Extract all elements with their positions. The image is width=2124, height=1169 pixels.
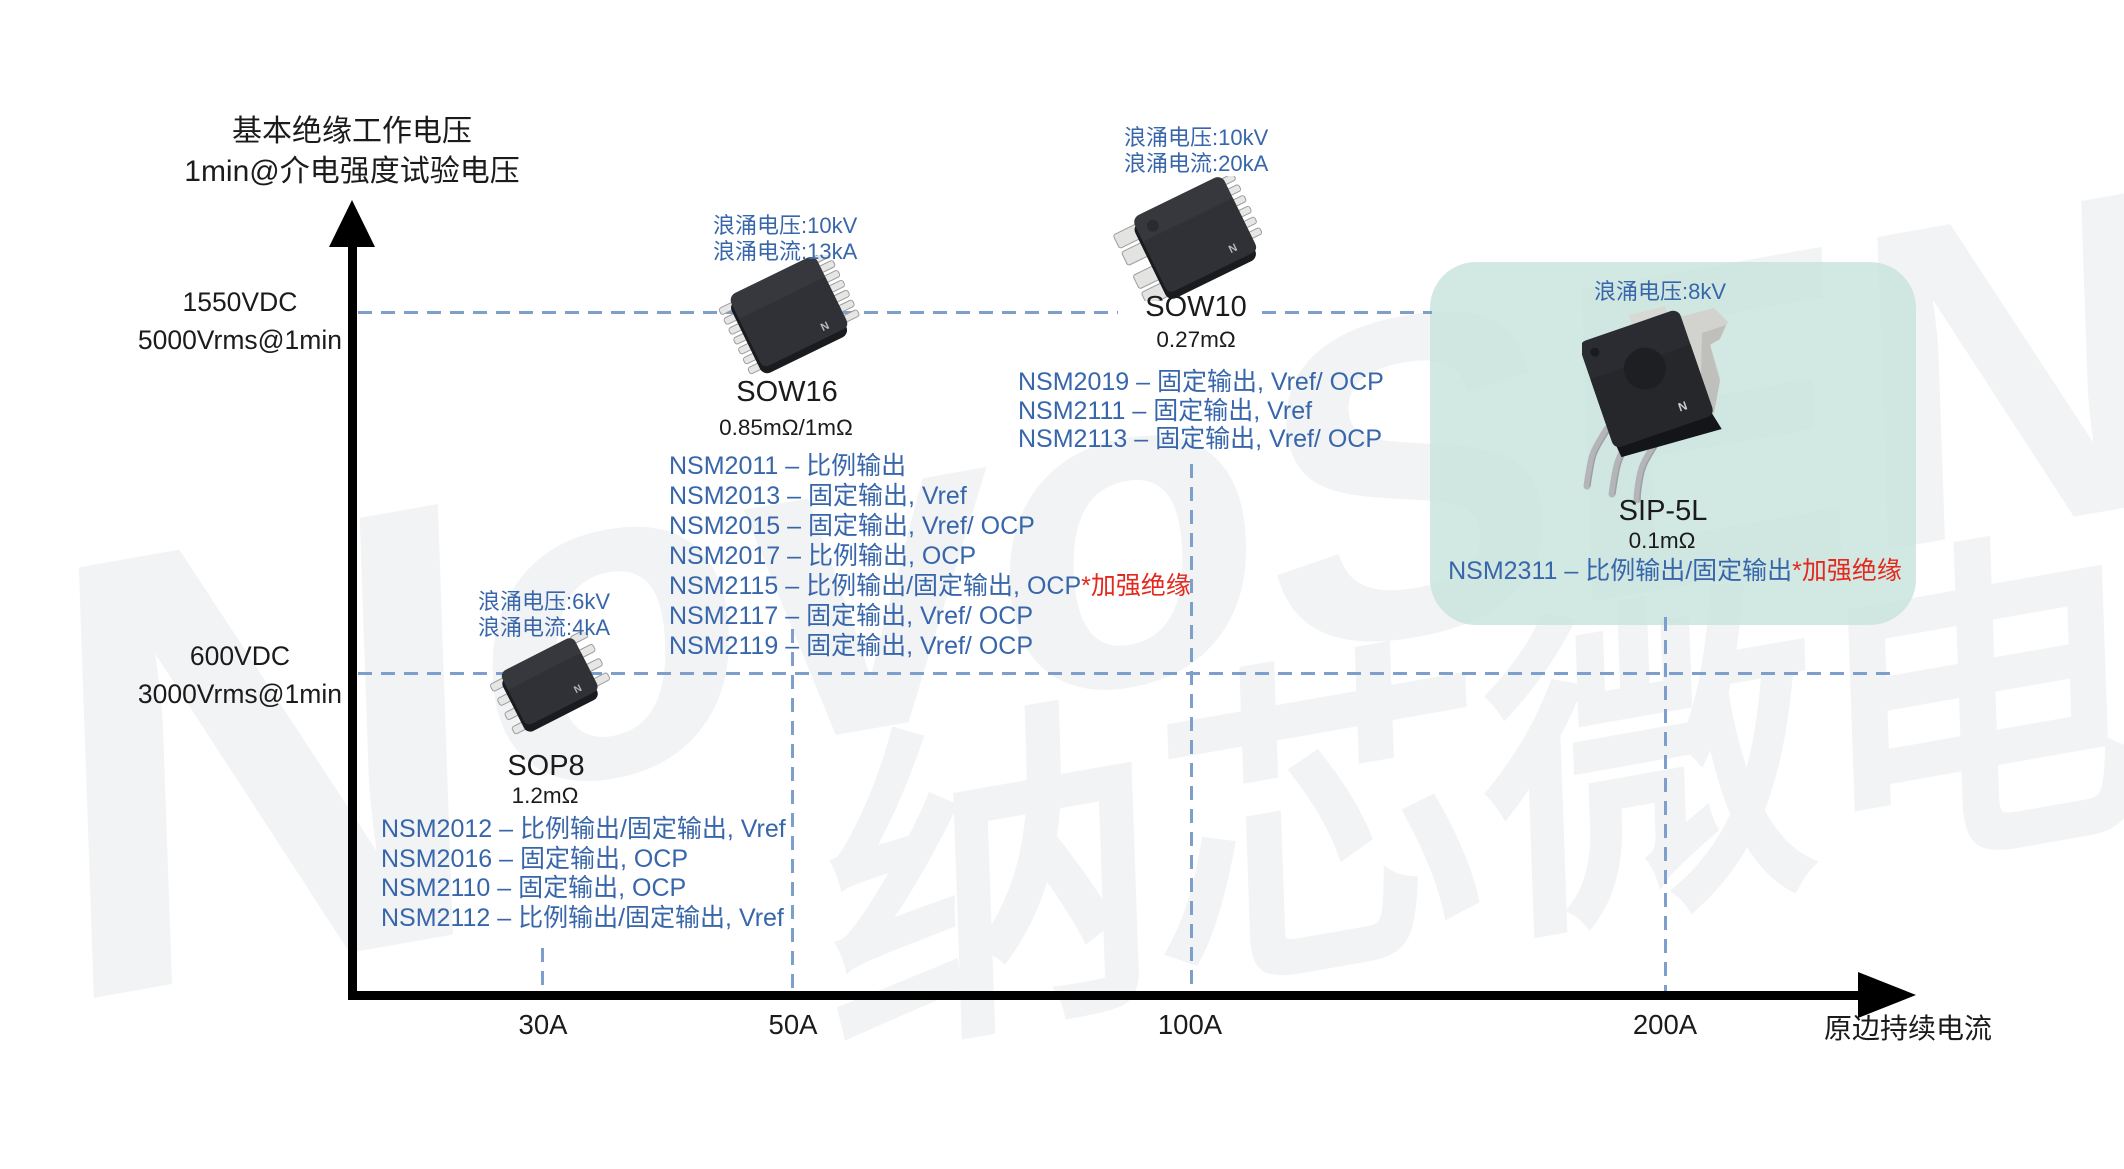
- product-name: NSM2113 – 固定输出, Vref/ OCP: [1018, 425, 1382, 453]
- y-tick-600vdc: 600VDC 3000Vrms@1min: [138, 637, 342, 713]
- y-axis-title-line2: 1min@介电强度试验电压: [184, 155, 520, 188]
- y-tick-1550vdc-line2: 5000Vrms@1min: [137, 325, 342, 355]
- product-line: NSM2119 – 固定输出, Vref/ OCP: [669, 631, 1191, 661]
- sip5l-surge-voltage: 浪涌电压:8kV: [1594, 279, 1727, 304]
- sop8-package-label: SOP8: [507, 750, 585, 782]
- product-line: NSM2110 – 固定输出, OCP: [381, 874, 786, 904]
- product-name: NSM2111 – 固定输出, Vref: [1018, 396, 1313, 425]
- y-axis-title: 基本绝缘工作电压 1min@介电强度试验电压: [184, 112, 519, 192]
- product-name: NSM2115 – 比例输出/固定输出, OCP: [669, 572, 1082, 600]
- x-axis-line: [348, 991, 1862, 1000]
- x-axis-arrow-icon: [1858, 972, 1916, 1018]
- guide-1550v-line-right: [1262, 311, 1432, 314]
- sop8-surge-label: 浪涌电压:6kV 浪涌电流:4kA: [478, 589, 610, 640]
- sip5l-product-list: NSM2311 – 比例输出/固定输出*加强绝缘: [1448, 557, 1902, 587]
- sow10-product-list: NSM2019 – 固定输出, Vref/ OCP NSM2111 – 固定输出…: [1018, 368, 1384, 454]
- product-line: NSM2019 – 固定输出, Vref/ OCP: [1018, 368, 1384, 397]
- sip5l-surge-label: 浪涌电压:8kV: [1594, 279, 1726, 305]
- y-tick-1550vdc: 1550VDC 5000Vrms@1min: [138, 283, 342, 359]
- sow10-surge-voltage: 浪涌电压:10kV: [1124, 125, 1269, 150]
- sow16-resistance-label: 0.85mΩ/1mΩ: [719, 415, 853, 440]
- product-name: NSM2110 – 固定输出, OCP: [381, 874, 687, 902]
- sow10-surge-label: 浪涌电压:10kV 浪涌电流:20kA: [1124, 125, 1268, 176]
- x-axis-title: 原边持续电流: [1824, 1013, 1993, 1044]
- product-line: NSM2012 – 比例输出/固定输出, Vref: [381, 815, 786, 845]
- product-name: NSM2017 – 比例输出, OCP: [669, 542, 977, 570]
- y-tick-600vdc-line1: 600VDC: [189, 641, 291, 671]
- x-tick-50a: 50A: [768, 1009, 818, 1040]
- product-name: NSM2012 – 比例输出/固定输出, Vref: [381, 815, 786, 843]
- sow10-surge-current: 浪涌电流:20kA: [1124, 150, 1269, 176]
- product-line: NSM2115 – 比例输出/固定输出, OCP*加强绝缘: [669, 571, 1191, 601]
- product-line: NSM2013 – 固定输出, Vref: [669, 481, 1191, 511]
- x-tick-100a: 100A: [1157, 1009, 1223, 1040]
- product-note: *加强绝缘: [1792, 557, 1902, 585]
- y-axis-title-line1: 基本绝缘工作电压: [231, 115, 472, 148]
- sow16-product-list: NSM2011 – 比例输出 NSM2013 – 固定输出, Vref NSM2…: [669, 451, 1191, 661]
- product-name: NSM2112 – 比例输出/固定输出, Vref: [381, 903, 784, 932]
- product-line: NSM2011 – 比例输出: [669, 451, 1191, 481]
- product-name: NSM2117 – 固定输出, Vref/ OCP: [669, 602, 1033, 630]
- product-note: *加强绝缘: [1081, 572, 1191, 600]
- product-line: NSM2016 – 固定输出, OCP: [381, 845, 786, 875]
- guide-100a-line: [1190, 464, 1193, 991]
- sip5l-chip-image: N: [1582, 306, 1728, 503]
- y-axis-arrow-icon: [329, 200, 375, 247]
- product-name: NSM2119 – 固定输出, Vref/ OCP: [669, 632, 1033, 660]
- product-line: NSM2112 – 比例输出/固定输出, Vref: [381, 904, 786, 934]
- y-tick-1550vdc-line1: 1550VDC: [182, 287, 298, 317]
- sop8-product-list: NSM2012 – 比例输出/固定输出, Vref NSM2016 – 固定输出…: [381, 815, 786, 933]
- sop8-resistance-label: 1.2mΩ: [511, 783, 579, 808]
- sop8-surge-voltage: 浪涌电压:6kV: [478, 589, 611, 614]
- svg-text:N: N: [572, 683, 583, 696]
- product-name: NSM2015 – 固定输出, Vref/ OCP: [669, 512, 1035, 540]
- product-line: NSM2113 – 固定输出, Vref/ OCP: [1018, 425, 1384, 454]
- sow10-package-label: SOW10: [1145, 291, 1247, 323]
- guide-50a-line: [791, 629, 794, 991]
- product-line: NSM2311 – 比例输出/固定输出*加强绝缘: [1448, 557, 1902, 587]
- guide-200a-line: [1664, 617, 1667, 991]
- x-tick-30a: 30A: [518, 1009, 568, 1040]
- product-name: NSM2011 – 比例输出: [669, 452, 907, 480]
- product-line: NSM2117 – 固定输出, Vref/ OCP: [669, 601, 1191, 631]
- sow16-surge-voltage: 浪涌电压:10kV: [713, 213, 858, 238]
- sow16-package-label: SOW16: [736, 376, 838, 408]
- sop8-surge-current: 浪涌电流:4kA: [478, 614, 611, 640]
- product-name: NSM2013 – 固定输出, Vref: [669, 482, 967, 510]
- product-name: NSM2019 – 固定输出, Vref/ OCP: [1018, 368, 1384, 396]
- sop8-chip-image: N: [490, 632, 610, 735]
- sow16-surge-label: 浪涌电压:10kV 浪涌电流:13kA: [713, 213, 857, 264]
- svg-text:N: N: [1676, 398, 1689, 414]
- guide-600v-line: [358, 672, 1890, 675]
- product-name: NSM2016 – 固定输出, OCP: [381, 844, 689, 873]
- product-line: NSM2017 – 比例输出, OCP: [669, 541, 1191, 571]
- guide-30a-line: [541, 948, 544, 991]
- sip5l-package-label: SIP-5L: [1618, 495, 1708, 527]
- sow10-resistance-label: 0.27mΩ: [1156, 327, 1236, 352]
- y-tick-600vdc-line2: 3000Vrms@1min: [137, 679, 342, 709]
- sip5l-resistance-label: 0.1mΩ: [1628, 528, 1696, 553]
- watermark-brand-initial: N: [33, 362, 499, 1139]
- sow16-chip-image: N: [718, 255, 860, 375]
- sow10-chip-image: N: [1113, 176, 1263, 301]
- x-tick-200a: 200A: [1632, 1009, 1698, 1040]
- sow16-surge-current: 浪涌电流:13kA: [713, 238, 858, 264]
- product-line: NSM2015 – 固定输出, Vref/ OCP: [669, 511, 1191, 541]
- product-line: NSM2111 – 固定输出, Vref: [1018, 397, 1384, 426]
- y-axis-line: [348, 242, 357, 1000]
- product-name: NSM2311 – 比例输出/固定输出: [1448, 557, 1793, 585]
